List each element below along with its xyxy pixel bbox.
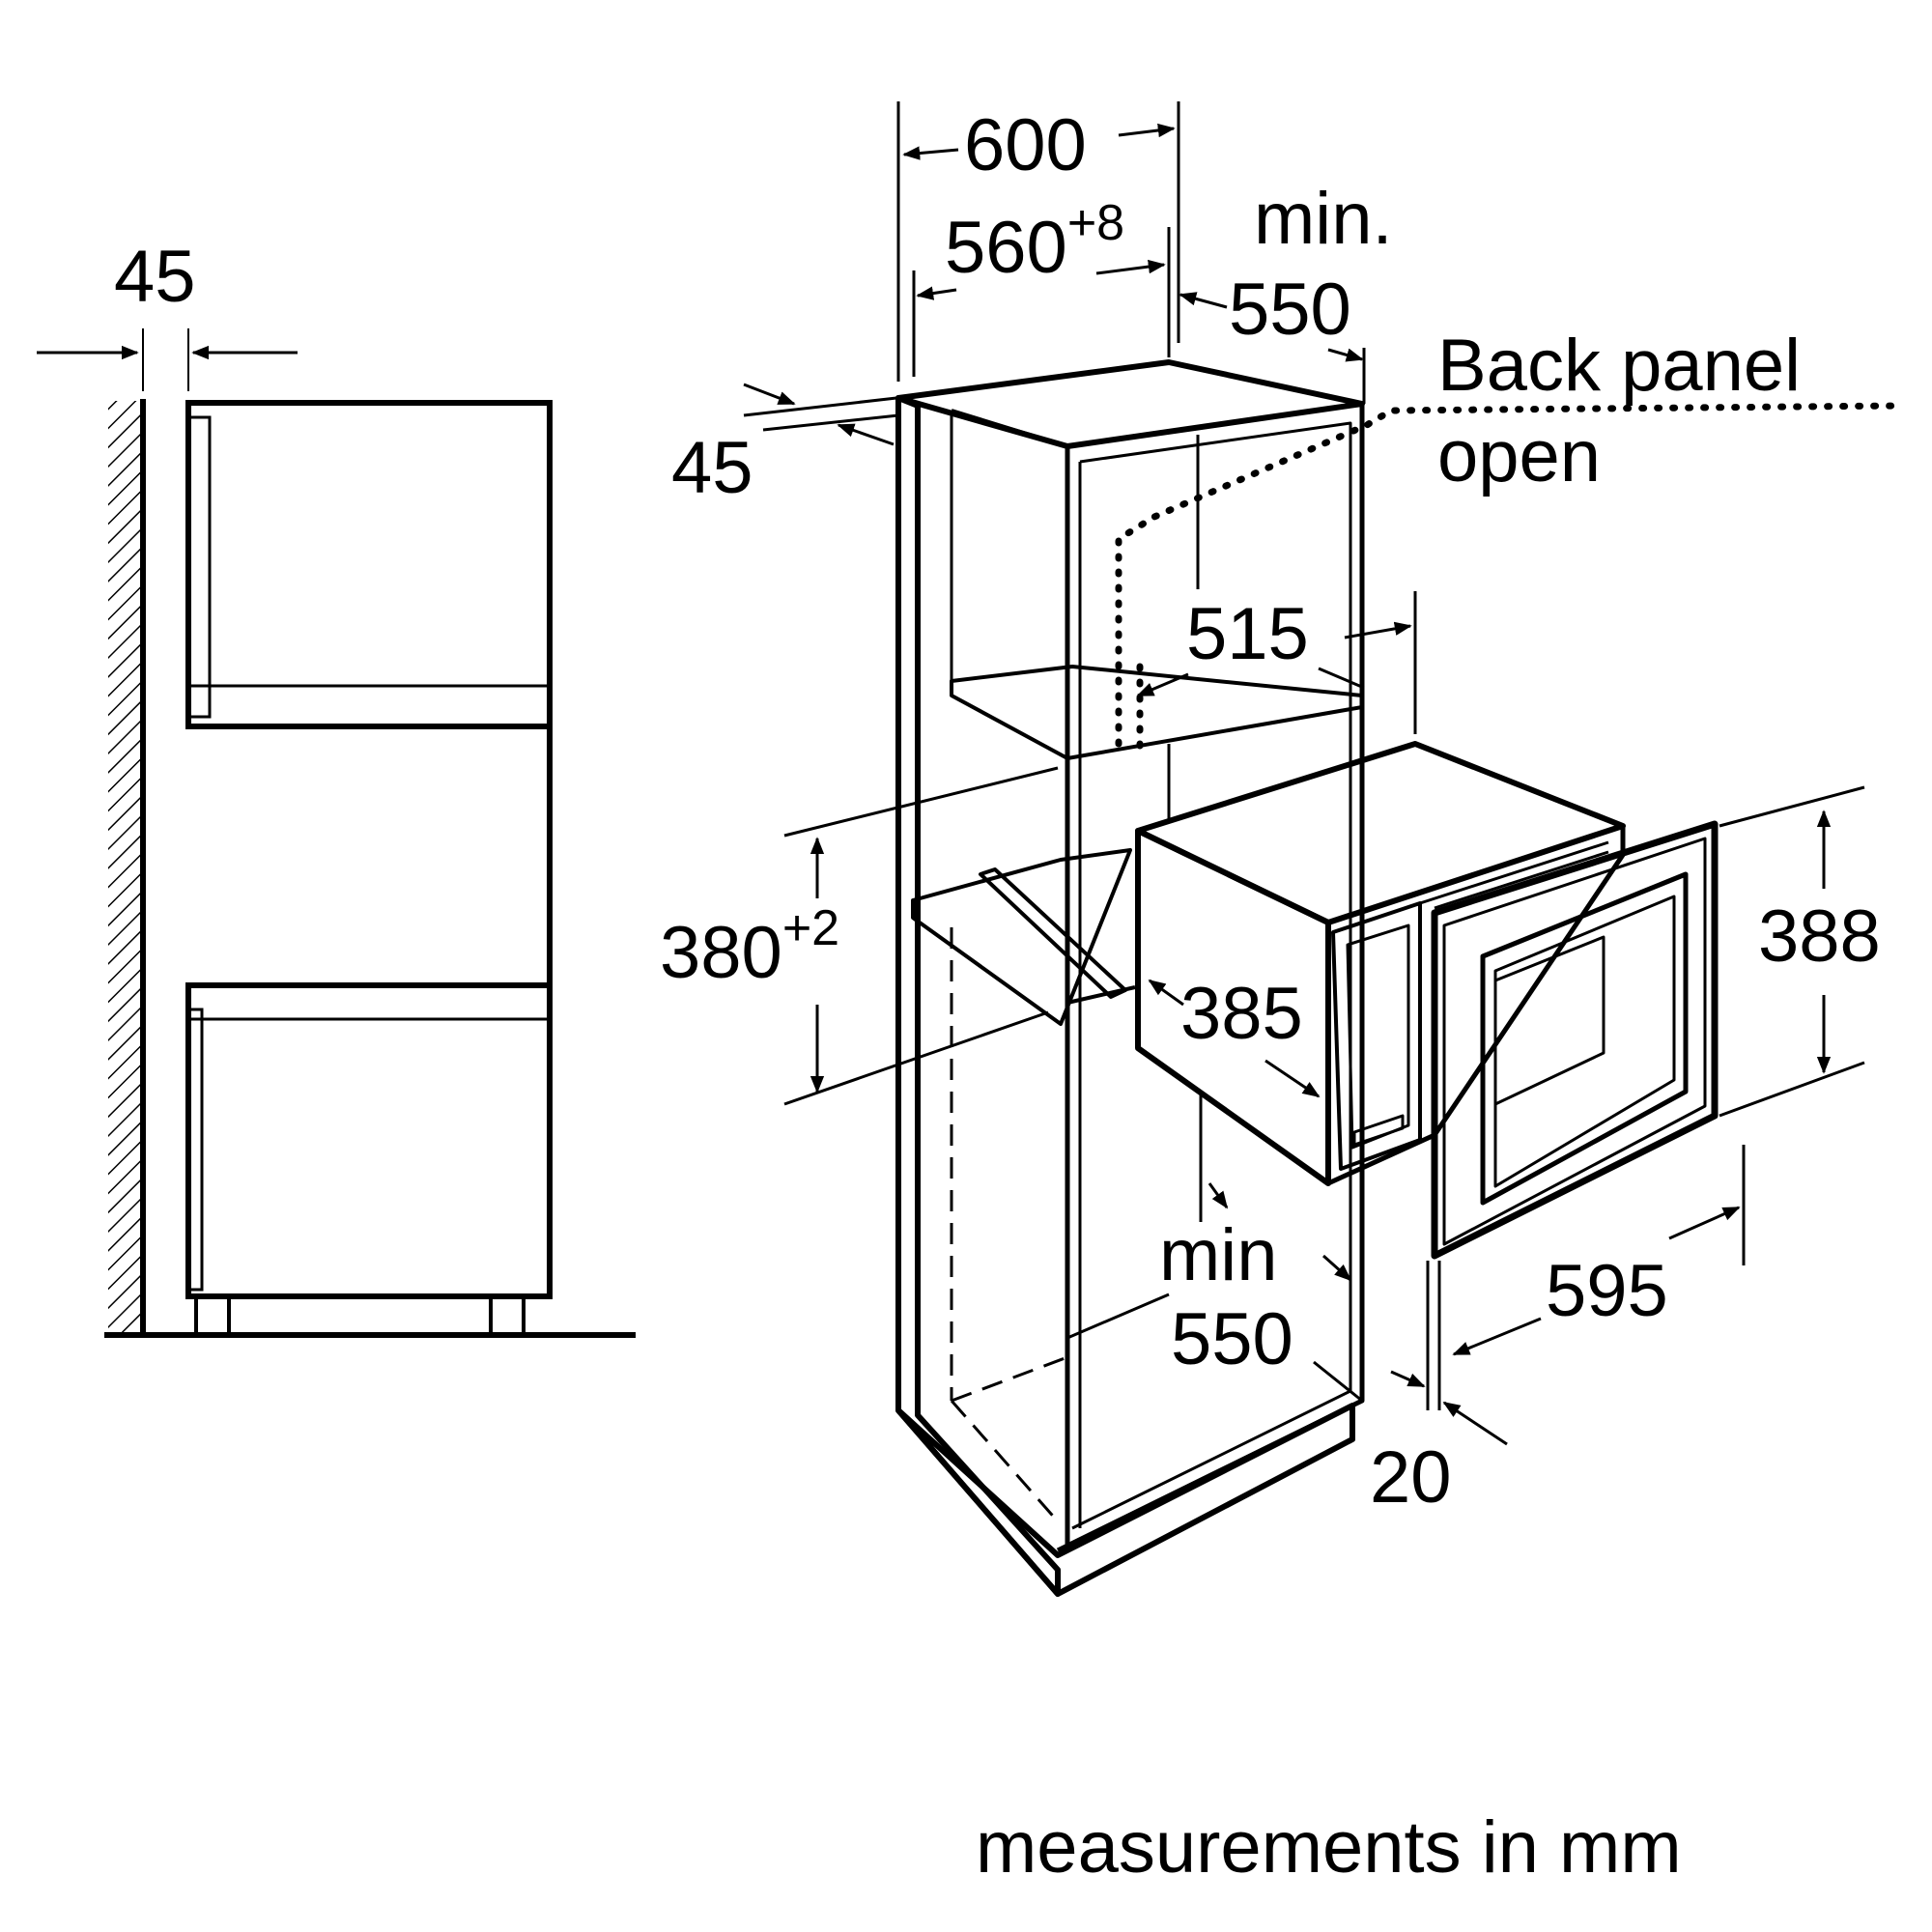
dimension-arrow — [1095, 259, 1166, 275]
control-panel-edge — [1434, 850, 1609, 910]
dimension-arrow — [1264, 1059, 1321, 1098]
control-panel-edge — [1419, 840, 1609, 905]
dimension-arrow — [1668, 1206, 1741, 1240]
front-height-label: 388 — [1758, 895, 1881, 978]
appliance-front — [1325, 823, 1626, 1186]
niche-depth-label: 515 — [1186, 593, 1309, 675]
dimension-arrow — [902, 146, 959, 160]
dimension-arrow — [1344, 621, 1412, 639]
cabinet-base — [895, 1403, 1355, 1597]
dimension-arrow — [1208, 1182, 1229, 1209]
side-gap-label: 45 — [114, 236, 196, 318]
depth-label: 550 — [1229, 269, 1351, 351]
niche-min-depth-min-label: min — [1159, 1214, 1277, 1296]
extension-line — [762, 413, 899, 432]
appliance-dimensions — [1148, 785, 1865, 1446]
measurements-note: measurements in mm — [976, 1806, 1682, 1889]
door-glass — [1493, 935, 1605, 1106]
lower-cabinet-door — [186, 1008, 204, 1292]
dimension-arrow — [1442, 1401, 1508, 1446]
leader-line — [1318, 667, 1365, 690]
cabinet-dimensions — [743, 101, 1417, 1403]
dimension-arrow — [1327, 348, 1364, 362]
appliance-top — [1135, 741, 1626, 925]
niche-height-tolerance: +2 — [782, 900, 839, 956]
niche-min-depth-label: 550 — [1171, 1298, 1293, 1380]
door-window-inner — [1493, 895, 1676, 1188]
appliance-door — [1431, 820, 1719, 1260]
cabinet-front-inner — [1071, 421, 1352, 1530]
back-panel-label: Back panel — [1437, 325, 1801, 407]
dimension-arrow — [743, 383, 796, 406]
dimension-arrow — [1118, 123, 1176, 138]
dimension-arrow — [1390, 1370, 1426, 1388]
dimension-arrow — [837, 423, 895, 446]
control-panel — [1331, 901, 1422, 1171]
tall-cabinet — [895, 359, 1902, 1597]
control-panel-inner — [1346, 923, 1410, 1150]
upper-cabinet — [185, 400, 553, 729]
front-offset-label: 45 — [671, 427, 753, 509]
front-thickness-label: 20 — [1370, 1436, 1452, 1519]
cabinet-left-side — [895, 395, 1061, 1597]
cabinet-leg — [489, 1294, 526, 1337]
extension-line — [783, 766, 1059, 838]
dimension-arrow — [1179, 292, 1228, 309]
cabinet-width-label: 600 — [964, 104, 1087, 186]
microwave-oven — [1135, 741, 1626, 1186]
door-release-button — [1352, 1114, 1405, 1147]
wall-hatching — [108, 401, 141, 758]
cabinet-inner-width-label: 560+8 — [945, 195, 1124, 289]
niche-height-label: 380+2 — [660, 900, 839, 994]
extension-line — [743, 396, 897, 417]
cabinet-top — [895, 359, 1365, 449]
body-depth-label: 385 — [1180, 973, 1303, 1055]
back-panel-open-outline — [1115, 402, 1902, 748]
wall-hatching — [108, 758, 141, 1338]
depth-min-label: min. — [1254, 178, 1393, 260]
side-view — [37, 328, 636, 1338]
dimension-arrow — [1322, 1254, 1352, 1282]
niche-shelf — [911, 848, 1132, 1026]
leader-line — [1313, 1360, 1363, 1403]
hidden-edge — [950, 1400, 1060, 1522]
support-rail — [979, 867, 1127, 999]
extension-line — [1719, 785, 1865, 828]
lower-cabinet — [185, 982, 553, 1299]
upper-cabinet-door — [186, 415, 212, 719]
front-width-label: 595 — [1546, 1250, 1668, 1332]
inner-width-value: 560 — [945, 207, 1067, 289]
leader-line — [1066, 1293, 1170, 1340]
niche-height-value: 380 — [660, 912, 782, 994]
dimension-arrow — [1136, 672, 1189, 697]
door-window-outer — [1480, 871, 1689, 1206]
dimension-arrow — [1452, 1317, 1542, 1356]
hidden-edge — [951, 1355, 1068, 1403]
back-panel-open-label: open — [1437, 415, 1601, 497]
dimension-arrow — [1148, 979, 1184, 1007]
upper-shelf — [950, 665, 1364, 760]
extension-line — [1719, 1061, 1865, 1118]
door-inner — [1442, 837, 1707, 1246]
dimension-arrow — [916, 286, 957, 300]
inner-width-tolerance: +8 — [1067, 195, 1124, 251]
extension-line — [783, 1010, 1049, 1106]
cabinet-leg — [194, 1294, 231, 1337]
cabinet-inner-edge — [951, 409, 1068, 448]
